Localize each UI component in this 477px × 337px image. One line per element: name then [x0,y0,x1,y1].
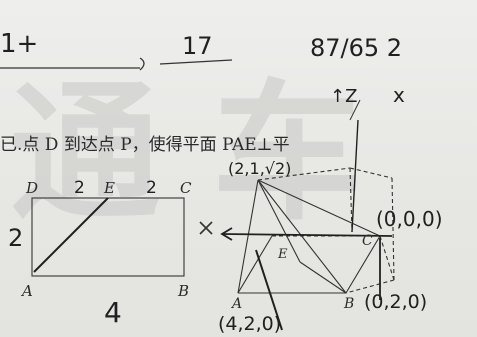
label-e: E [103,179,115,197]
label-b: B [177,282,189,300]
hw-coord-a: (4,2,0) [218,313,281,335]
hw-underline-answer [159,59,233,65]
label-d: D [25,179,38,197]
solid-label-e: E [277,247,288,262]
solid-label-b: B [343,296,354,312]
problem-line: 已.点 D 到达点 P，使得平面 PAE⊥平 [0,134,290,155]
hw-bracket [139,57,145,71]
watermark: 通 车 [10,67,362,241]
label-c: C [180,179,192,197]
hw-top-answer: 17 [182,32,213,60]
hw-x-mark [199,221,213,235]
hw-seg-ec: 2 [146,178,157,198]
solid-label-a: A [230,296,242,312]
solid-figure [237,167,395,294]
hw-seg-de: 2 [74,178,85,198]
hw-axis-x-arrow [220,227,233,241]
hw-stroke-pa [255,249,283,331]
label-a: A [20,282,33,300]
solid-label-c: C [362,233,373,249]
hw-axis-x [221,233,393,237]
hw-top-right: 87/65 2 [310,34,402,62]
hw-side-ad: 2 [8,224,23,252]
hw-axis-z [351,119,359,233]
hw-z-axis: ↑Z [330,86,357,107]
hw-coord-b: (0,2,0) [364,291,427,313]
hw-coord-c: (0,0,0) [376,207,443,231]
hw-segment-ae [33,197,109,273]
hw-side-ab: 4 [104,296,122,329]
hw-xyz: x [393,83,405,107]
hw-top-left: 1+ [0,29,38,59]
hw-coord-p: (2,1,√2) [228,159,291,178]
z-axis-line [349,99,361,121]
